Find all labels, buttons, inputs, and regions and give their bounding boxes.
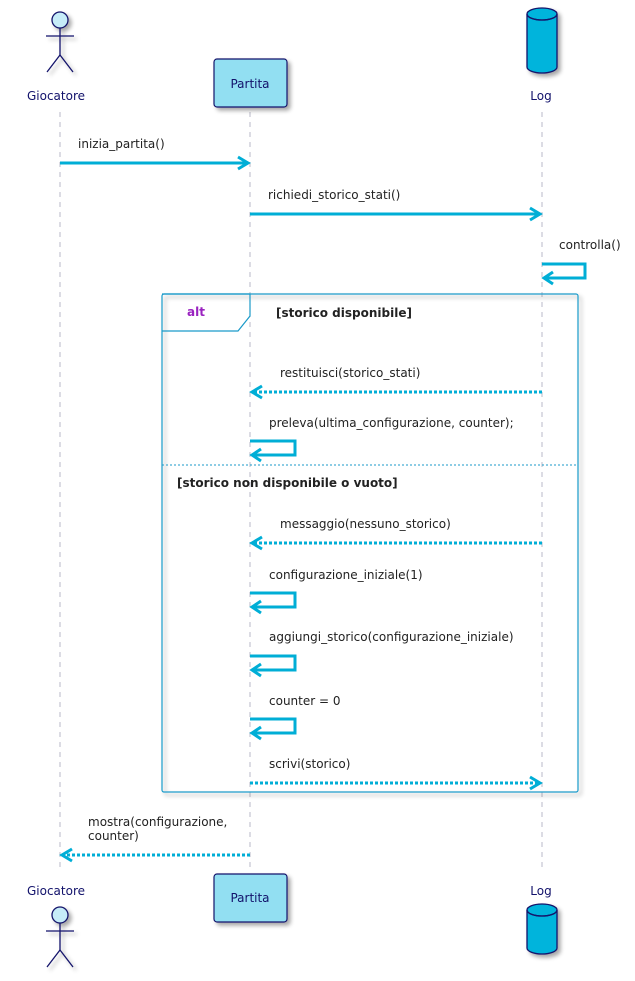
message-scrivi: scrivi(storico) <box>250 757 543 791</box>
actor-icon <box>46 906 74 968</box>
message-label: controlla() <box>559 238 621 252</box>
message-inizia-partita: inizia_partita() <box>60 137 251 171</box>
message-richiedi-storico: richiedi_storico_stati() <box>250 188 543 222</box>
message-label: scrivi(storico) <box>269 757 350 771</box>
message-label-line2: counter) <box>88 829 139 843</box>
participant-label-giocatore: Giocatore <box>27 884 85 898</box>
message-counter-reset: counter = 0 <box>249 694 341 741</box>
participant-label-log: Log <box>530 884 551 898</box>
message-mostra: mostra(configurazione, counter) <box>59 815 250 863</box>
message-label: counter = 0 <box>269 694 341 708</box>
message-label: messaggio(nessuno_storico) <box>280 517 451 531</box>
participant-label-giocatore: Giocatore <box>27 89 85 103</box>
participant-partita-top[interactable]: Partita <box>213 58 288 108</box>
message-label: inizia_partita() <box>78 137 165 151</box>
alt-keyword: alt <box>187 305 205 319</box>
database-icon <box>526 7 558 74</box>
database-log-bottom: Log <box>526 884 558 955</box>
message-label: aggiungi_storico(configurazione_iniziale… <box>269 630 514 644</box>
message-preleva: preleva(ultima_configurazione, counter); <box>249 416 514 463</box>
message-label-line1: mostra(configurazione, <box>88 815 227 829</box>
alt-guard-storico-non-disponibile: [storico non disponibile o vuoto] <box>177 476 398 490</box>
message-label: preleva(ultima_configurazione, counter); <box>269 416 514 430</box>
participant-label-log: Log <box>530 89 551 103</box>
database-log-top: Log <box>526 7 558 103</box>
alt-fragment-tab <box>162 293 251 332</box>
message-label: restituisci(storico_stati) <box>280 366 420 380</box>
actor-icon <box>46 11 74 73</box>
message-label: richiedi_storico_stati() <box>268 188 400 202</box>
message-restituisci: restituisci(storico_stati) <box>249 366 542 400</box>
participant-label-partita: Partita <box>230 77 269 91</box>
message-controlla: controlla() <box>541 238 621 286</box>
participant-label-partita: Partita <box>230 891 269 905</box>
message-aggiungi-storico: aggiungi_storico(configurazione_iniziale… <box>249 630 514 678</box>
message-configurazione-iniziale: configurazione_iniziale(1) <box>249 568 423 615</box>
alt-fragment: alt [storico disponibile] [storico non d… <box>161 293 579 793</box>
alt-guard-storico-disponibile: [storico disponibile] <box>276 306 412 320</box>
actor-giocatore-bottom: Giocatore <box>27 884 85 968</box>
participant-partita-bottom[interactable]: Partita <box>213 873 288 923</box>
database-icon <box>526 903 558 955</box>
actor-giocatore-top: Giocatore <box>27 11 85 103</box>
message-label: configurazione_iniziale(1) <box>269 568 423 582</box>
message-messaggio: messaggio(nessuno_storico) <box>249 517 542 551</box>
